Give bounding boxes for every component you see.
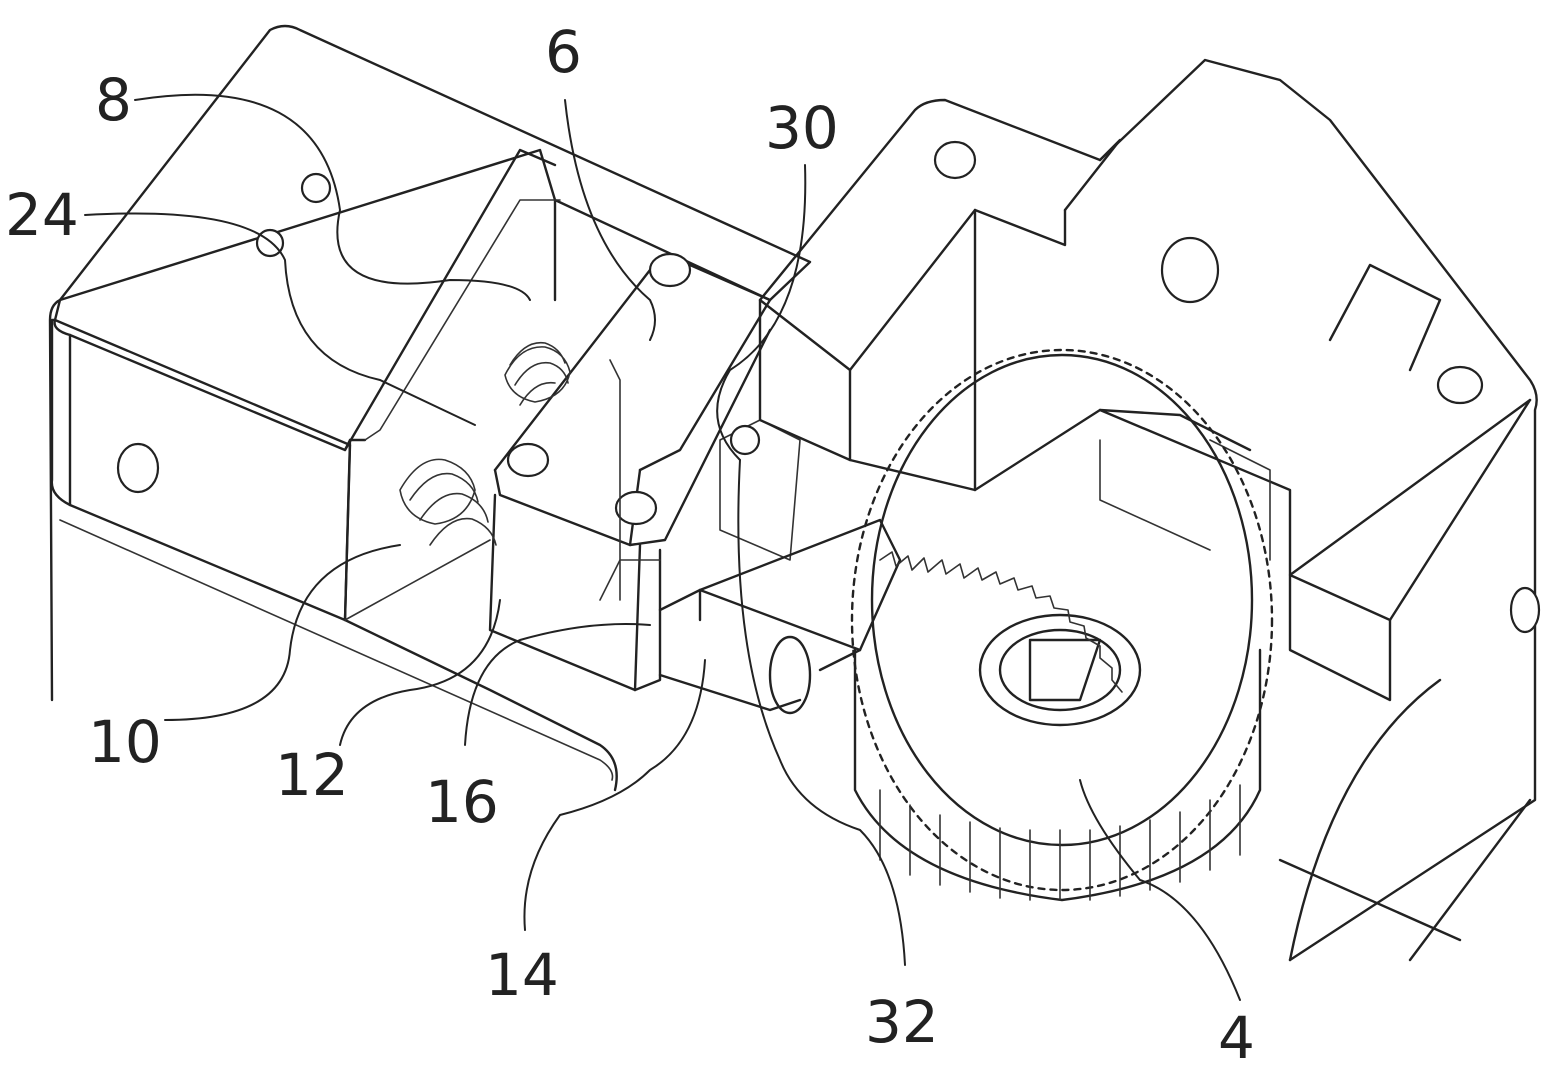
ref-numeral-14: 14 bbox=[485, 941, 559, 1009]
ref-numeral-16: 16 bbox=[425, 768, 499, 836]
leader-10 bbox=[165, 545, 400, 720]
ref-numeral-10: 10 bbox=[88, 708, 162, 776]
ref-numeral-24: 24 bbox=[5, 181, 79, 249]
ref-numeral-12: 12 bbox=[275, 741, 349, 809]
ref-numeral-4: 4 bbox=[1218, 1004, 1255, 1069]
leader-12 bbox=[340, 600, 500, 745]
leader-14 bbox=[524, 660, 705, 930]
leader-6 bbox=[565, 100, 655, 340]
spring-lower bbox=[400, 459, 496, 545]
ref-numeral-30: 30 bbox=[765, 94, 839, 162]
housing-body bbox=[50, 26, 810, 790]
leader-4 bbox=[1080, 780, 1240, 1000]
gear bbox=[852, 350, 1272, 900]
spring-upper bbox=[505, 343, 570, 405]
leader-32 bbox=[738, 460, 905, 965]
ref-numeral-6: 6 bbox=[545, 18, 582, 86]
ref-numeral-32: 32 bbox=[865, 988, 939, 1056]
ref-numeral-8: 8 bbox=[95, 66, 132, 134]
leader-lines bbox=[85, 95, 1240, 1000]
